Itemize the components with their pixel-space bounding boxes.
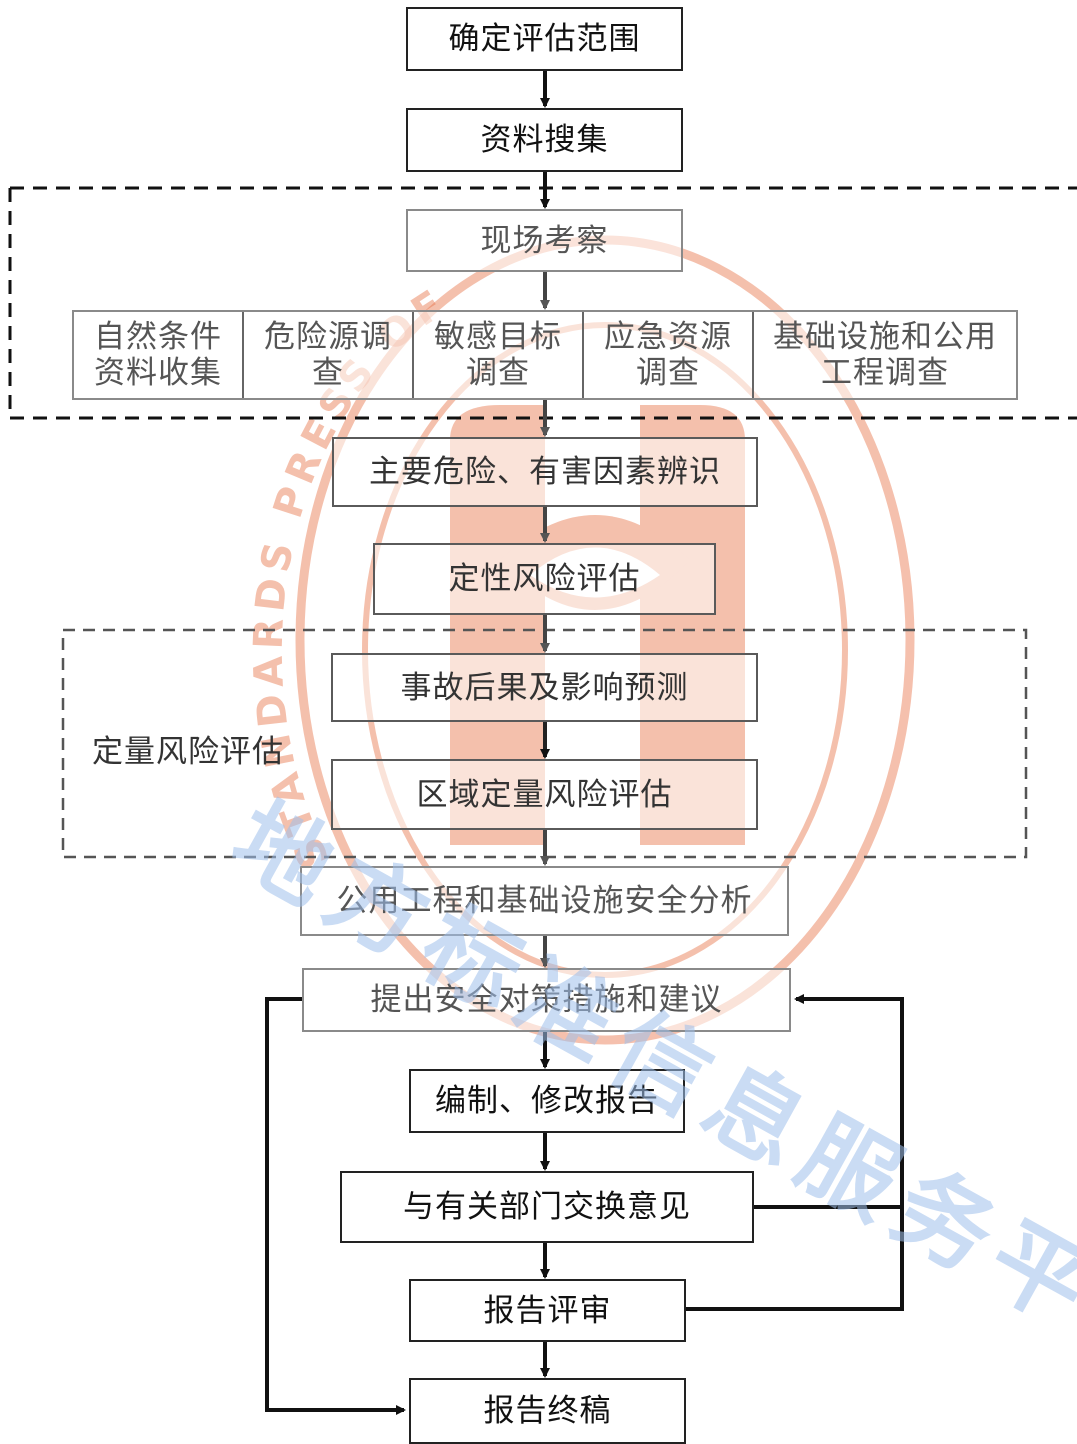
subtask-sensitive-target: 敏感目标调查 [414,312,584,398]
node-survey-label: 现场考察 [480,222,609,259]
subtask-infrastructure: 基础设施和公用工程调查 [754,312,1016,398]
node-final: 报告终稿 [409,1378,686,1444]
node-regional: 区域定量风险评估 [331,759,758,830]
subtask-natural-line2: 资料收集 [94,355,222,391]
node-measures: 提出安全对策措施和建议 [302,968,791,1032]
node-collect-label: 资料搜集 [480,122,609,158]
node-qualitative: 定性风险评估 [373,543,716,615]
node-hazard-label: 主要危险、有害因素辨识 [369,454,721,490]
node-review-label: 报告评审 [483,1292,612,1329]
subtask-hazard-source: 危险源调查 [244,312,414,398]
left-loop [265,997,406,1415]
node-exchange-label: 与有关部门交换意见 [403,1189,691,1225]
node-consequence-label: 事故后果及影响预测 [400,669,689,706]
node-qualitative-label: 定性风险评估 [448,561,641,597]
subtask-natural: 自然条件资料收集 [74,312,244,398]
node-draft: 编制、修改报告 [409,1069,685,1133]
node-review: 报告评审 [409,1279,686,1342]
node-scope: 确定评估范围 [406,7,683,71]
subtask-sensitive-target-line1: 敏感目标 [434,319,562,355]
right-loop [686,999,904,1311]
survey-subtasks: 自然条件资料收集 危险源调查 敏感目标调查 应急资源调查 基础设施和公用工程调查 [72,310,1018,400]
subtask-infrastructure-line2: 工程调查 [821,355,949,391]
node-measures-label: 提出安全对策措施和建议 [370,982,723,1018]
node-draft-label: 编制、修改报告 [435,1083,659,1119]
node-final-label: 报告终稿 [483,1393,612,1429]
node-utility: 公用工程和基础设施安全分析 [300,866,789,936]
node-hazard: 主要危险、有害因素辨识 [332,437,758,507]
node-collect: 资料搜集 [406,108,683,172]
quant-group-label: 定量风险评估 [92,734,284,770]
subtask-sensitive-target-line2: 调查 [466,355,530,391]
subtask-emergency-resource-line1: 应急资源 [604,319,732,355]
node-utility-label: 公用工程和基础设施安全分析 [336,883,753,919]
seal-book-left [450,405,545,845]
node-scope-label: 确定评估范围 [448,21,641,57]
node-exchange: 与有关部门交换意见 [340,1171,754,1243]
seal-book-right [640,405,745,845]
subtask-emergency-resource-line2: 调查 [636,355,700,391]
subtask-infrastructure-line1: 基础设施和公用 [773,319,997,355]
subtask-natural-line1: 自然条件 [94,319,222,355]
subtask-hazard-source-line2: 查 [312,355,344,391]
node-consequence: 事故后果及影响预测 [331,653,758,722]
subtask-hazard-source-line1: 危险源调 [264,319,392,355]
subtask-emergency-resource: 应急资源调查 [584,312,754,398]
node-survey: 现场考察 [406,209,683,272]
node-regional-label: 区域定量风险评估 [416,776,673,813]
